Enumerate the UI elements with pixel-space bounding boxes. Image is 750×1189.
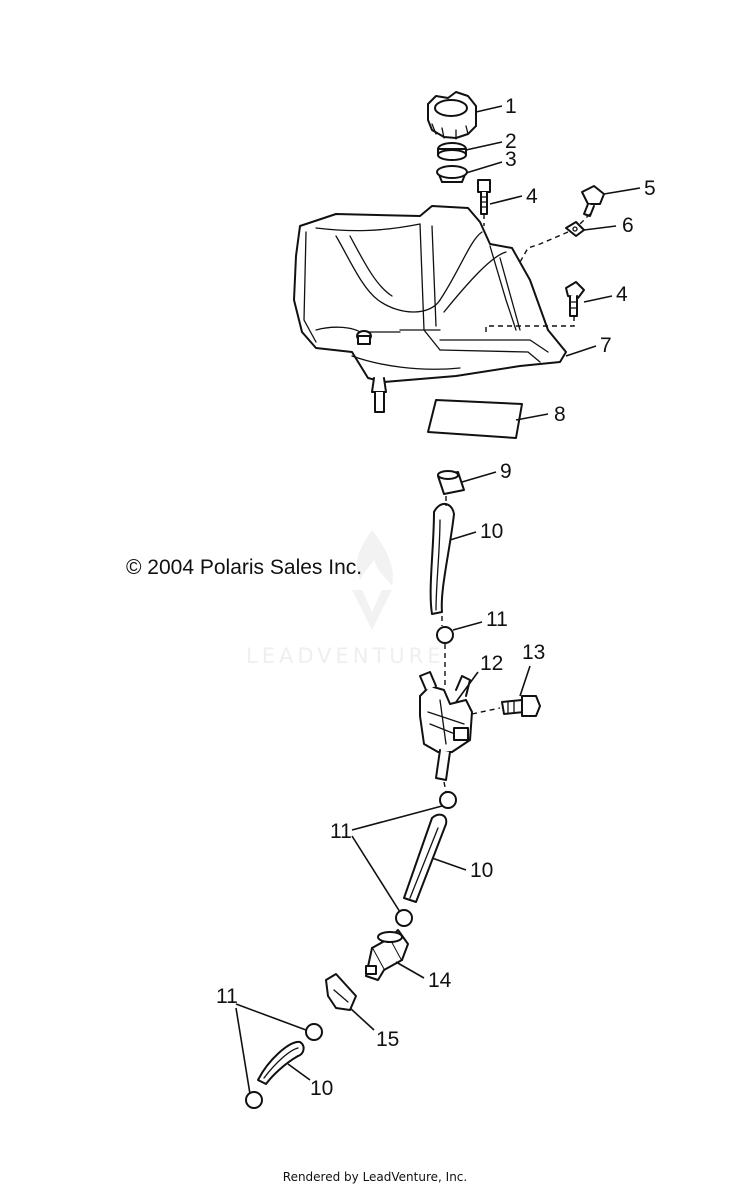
fuel-valve-part: [419, 671, 473, 781]
hose-clamp-lower-bottom-part: [245, 1091, 263, 1109]
fuel-tank-part: [293, 205, 567, 413]
callout-15: 15: [376, 1028, 399, 1051]
hose-clamp-lower-top-part: [305, 1023, 323, 1041]
callout-6: 6: [622, 214, 634, 237]
callout-12: 12: [480, 652, 503, 675]
filter-clip-part: [325, 973, 357, 1011]
cap-gasket-part: [437, 142, 467, 161]
cap-insert-part: [436, 165, 468, 183]
callout-10c: 10: [310, 1077, 333, 1100]
tank-bolt-lower-part: [565, 281, 585, 317]
fuel-hose-upper-part: [429, 503, 455, 615]
leader-lines: [235, 105, 641, 1095]
callout-11c: 11: [216, 985, 238, 1008]
warning-decal-part: [427, 399, 523, 439]
fuel-hose-lower-part: [257, 1040, 305, 1085]
fuel-hose-middle-part: [403, 813, 448, 903]
callout-7: 7: [600, 334, 612, 357]
callout-8: 8: [554, 403, 566, 426]
callout-14: 14: [428, 969, 452, 992]
fuel-filter-part: [365, 929, 409, 981]
fuel-cap-part: [427, 91, 477, 140]
render-credit-footer: Rendered by LeadVenture, Inc.: [282, 1170, 468, 1184]
callout-4: 4: [526, 185, 538, 208]
callout-1: 1: [505, 95, 517, 118]
washer-part: [565, 221, 585, 237]
callout-numbers: 1 2 3 4 5 6 4 7 8 9 10 11 12 13 11 10 14…: [216, 95, 656, 1100]
callout-10: 10: [480, 520, 503, 543]
valve-bolt-part: [501, 695, 541, 717]
tank-bolt-upper-part: [477, 179, 491, 215]
callout-11: 11: [486, 608, 508, 631]
hose-clamp-upper-part: [437, 470, 465, 495]
callout-9: 9: [500, 460, 512, 483]
callout-2: 2: [505, 130, 517, 153]
callout-13: 13: [522, 641, 545, 664]
hose-clamp-part: [436, 626, 454, 644]
callout-4b: 4: [616, 283, 628, 306]
callout-11b: 11: [330, 820, 352, 843]
hose-clamp-middle-part: [395, 909, 413, 927]
callout-5: 5: [644, 177, 656, 200]
callout-3: 3: [505, 148, 517, 171]
leadventure-watermark-logo: LEADVENTURE: [246, 530, 445, 668]
callout-10b: 10: [470, 859, 493, 882]
watermark-text: LEADVENTURE: [246, 644, 445, 668]
copyright-notice: © 2004 Polaris Sales Inc.: [126, 556, 363, 579]
hose-clamp-valve-outlet-part: [439, 791, 457, 809]
assembly-lines: [441, 213, 591, 793]
mount-screw-part: [581, 185, 605, 217]
